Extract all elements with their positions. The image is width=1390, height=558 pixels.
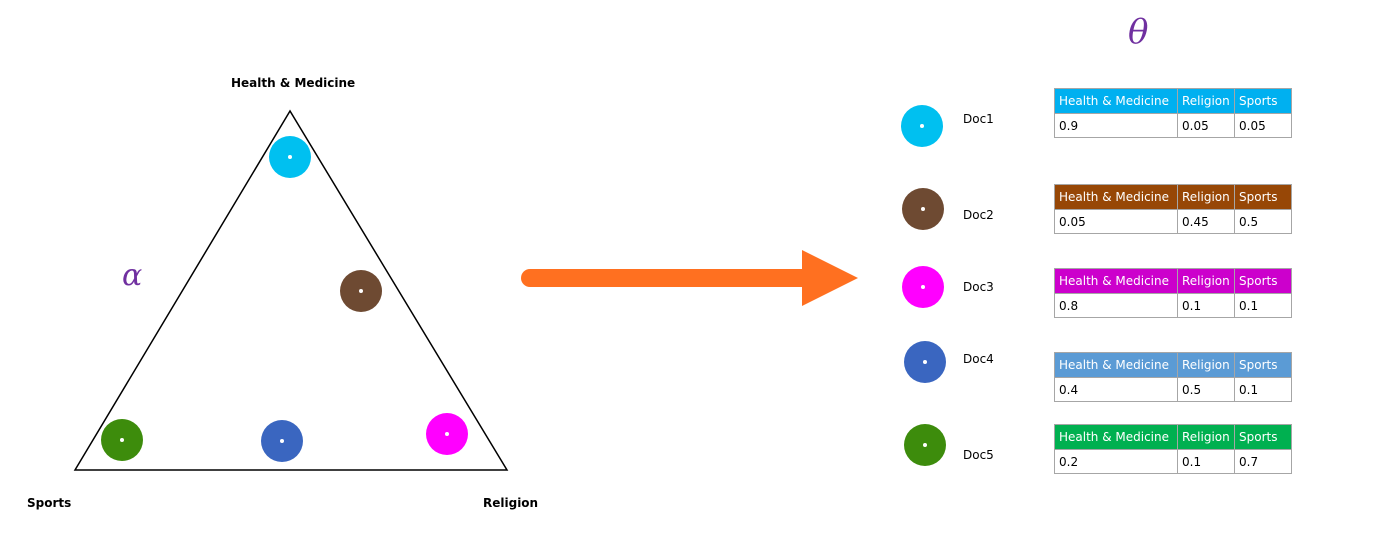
- simplex-point-doc5-center: [120, 438, 124, 442]
- table-row: 0.9 0.05 0.05: [1054, 113, 1292, 138]
- doc3-theta-table: Health & Medicine Religion Sports 0.8 0.…: [1054, 268, 1292, 318]
- table-cell: 0.7: [1234, 449, 1292, 474]
- table-cell: 0.1: [1177, 293, 1235, 318]
- doc5-theta-table: Health & Medicine Religion Sports 0.2 0.…: [1054, 424, 1292, 474]
- table-header-row: Health & Medicine Religion Sports: [1054, 424, 1292, 450]
- doc1-theta-table: Health & Medicine Religion Sports 0.9 0.…: [1054, 88, 1292, 138]
- table-cell: 0.5: [1177, 377, 1235, 402]
- doc1-label: Doc1: [963, 112, 994, 126]
- table-header: Sports: [1234, 88, 1292, 114]
- table-cell: 0.45: [1177, 209, 1235, 234]
- table-row: 0.2 0.1 0.7: [1054, 449, 1292, 474]
- doc2-theta-table: Health & Medicine Religion Sports 0.05 0…: [1054, 184, 1292, 234]
- table-header-row: Health & Medicine Religion Sports: [1054, 268, 1292, 294]
- doc4-circle: [904, 341, 946, 383]
- simplex-point-doc4-center: [280, 439, 284, 443]
- table-cell: 0.8: [1054, 293, 1178, 318]
- table-header: Sports: [1234, 424, 1292, 450]
- table-header: Religion: [1177, 268, 1235, 294]
- doc4-label: Doc4: [963, 352, 994, 366]
- simplex-point-doc2-center: [359, 289, 363, 293]
- vertex-label-top: Health & Medicine: [231, 76, 356, 90]
- doc3-label: Doc3: [963, 280, 994, 294]
- table-cell: 0.05: [1054, 209, 1178, 234]
- table-cell: 0.05: [1234, 113, 1292, 138]
- table-header: Sports: [1234, 352, 1292, 378]
- doc4-theta-table: Health & Medicine Religion Sports 0.4 0.…: [1054, 352, 1292, 402]
- vertex-label-left: Sports: [27, 496, 72, 510]
- simplex-point-doc3-center: [445, 432, 449, 436]
- table-cell: 0.4: [1054, 377, 1178, 402]
- table-header-row: Health & Medicine Religion Sports: [1054, 352, 1292, 378]
- table-cell: 0.5: [1234, 209, 1292, 234]
- doc2-circle: [902, 188, 944, 230]
- doc5-circle: [904, 424, 946, 466]
- vertex-label-right: Religion: [483, 496, 539, 510]
- doc3-circle: [902, 266, 944, 308]
- table-header: Religion: [1177, 424, 1235, 450]
- doc1-circle: [901, 105, 943, 147]
- table-row: 0.05 0.45 0.5: [1054, 209, 1292, 234]
- theta-symbol: θ: [1128, 12, 1149, 52]
- table-header: Sports: [1234, 268, 1292, 294]
- table-header: Religion: [1177, 88, 1235, 114]
- table-header: Health & Medicine: [1054, 268, 1178, 294]
- doc5-label: Doc5: [963, 448, 994, 462]
- doc2-label: Doc2: [963, 208, 994, 222]
- alpha-symbol: α: [122, 258, 143, 293]
- table-cell: 0.2: [1054, 449, 1178, 474]
- table-header: Religion: [1177, 352, 1235, 378]
- table-header: Health & Medicine: [1054, 424, 1178, 450]
- table-cell: 0.05: [1177, 113, 1235, 138]
- table-cell: 0.1: [1177, 449, 1235, 474]
- simplex-point-doc1-center: [288, 155, 292, 159]
- simplex-triangle: [73, 109, 509, 471]
- right-arrow: [521, 250, 858, 306]
- table-cell: 0.9: [1054, 113, 1178, 138]
- table-header: Religion: [1177, 184, 1235, 210]
- table-header: Health & Medicine: [1054, 184, 1178, 210]
- table-cell: 0.1: [1234, 377, 1292, 402]
- arrow-head: [802, 250, 858, 306]
- simplex-points: [101, 136, 468, 462]
- table-header: Sports: [1234, 184, 1292, 210]
- table-header: Health & Medicine: [1054, 88, 1178, 114]
- table-header: Health & Medicine: [1054, 352, 1178, 378]
- table-header-row: Health & Medicine Religion Sports: [1054, 88, 1292, 114]
- table-cell: 0.1: [1234, 293, 1292, 318]
- table-row: 0.8 0.1 0.1: [1054, 293, 1292, 318]
- table-header-row: Health & Medicine Religion Sports: [1054, 184, 1292, 210]
- table-row: 0.4 0.5 0.1: [1054, 377, 1292, 402]
